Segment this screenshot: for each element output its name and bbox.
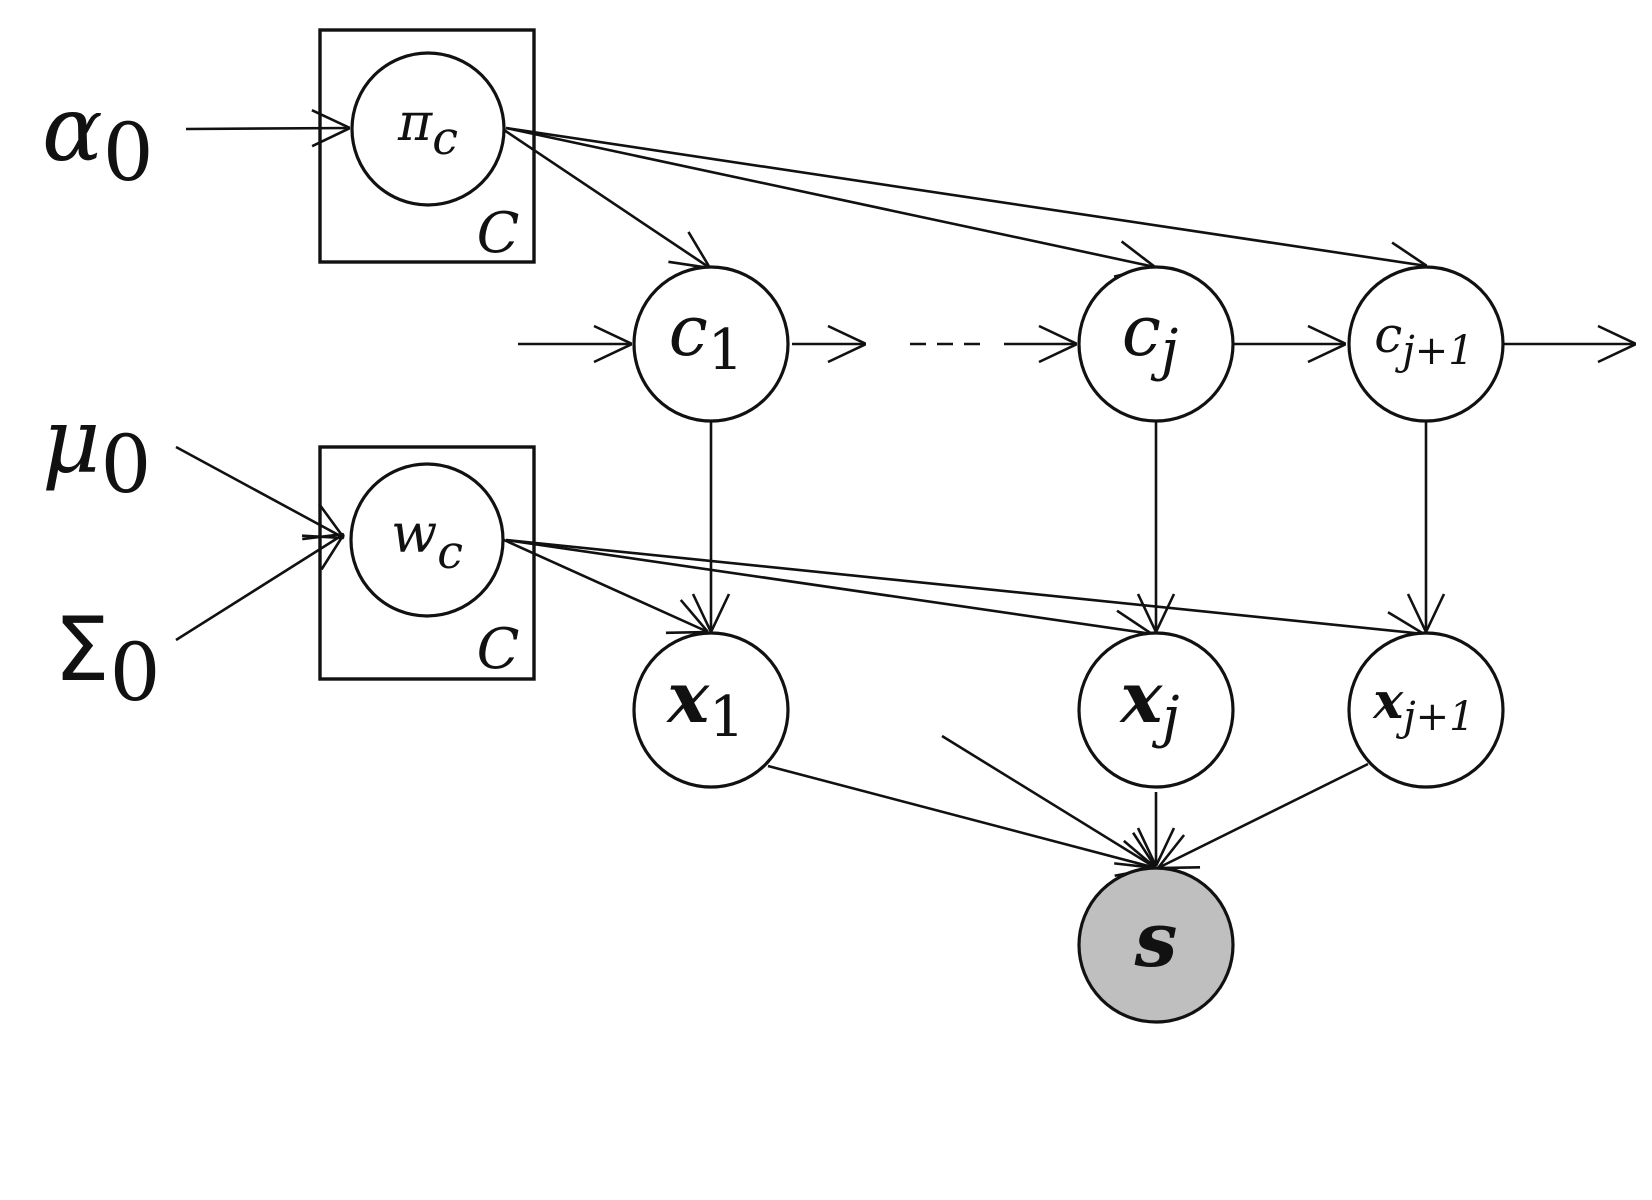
edge-w-to-xj (505, 538, 1152, 634)
label-mu0: μ0 (42, 389, 151, 511)
node-pi-c: πc (350, 51, 506, 207)
svg-text:wc: wc (391, 502, 463, 579)
node-x1: x1 (632, 631, 790, 789)
edge-xj1-to-s (1158, 762, 1369, 868)
edge-pi-to-cj1 (505, 126, 1427, 266)
svg-text:xj: xj (1118, 656, 1179, 750)
edge-pi-to-c1 (503, 128, 710, 268)
edge-w-to-x1 (503, 538, 708, 632)
node-s-observed: s (1077, 866, 1235, 1024)
node-cj: cj (1077, 265, 1235, 423)
node-w-c: wc (349, 462, 505, 618)
svg-text:πc: πc (397, 93, 458, 165)
svg-text:cj+1: cj+1 (1374, 306, 1473, 374)
edge-ellipsis-to-s (941, 734, 1156, 868)
edge-w-to-xj1 (505, 538, 1424, 634)
svg-text:s: s (1134, 895, 1178, 984)
svg-text:x1: x1 (665, 656, 744, 750)
node-c1: c1 (632, 265, 790, 423)
node-xj: xj (1077, 631, 1235, 789)
plate-pi-label: C (477, 201, 520, 266)
svg-text:c1: c1 (669, 290, 744, 383)
label-sigma0: Σ0 (54, 598, 161, 719)
edge-mu-to-w (175, 445, 344, 538)
edge-x1-to-s (767, 764, 1156, 868)
edge-pi-to-cj (505, 126, 1155, 267)
node-xj-plus-1: xj+1 (1347, 631, 1505, 789)
plate-w-label: C (477, 617, 520, 682)
node-cj-plus-1: cj+1 (1347, 265, 1505, 423)
svg-text:xj+1: xj+1 (1372, 671, 1474, 740)
edge-sigma-to-w (175, 534, 344, 642)
edge-alpha-to-pi (185, 128, 350, 129)
label-alpha0: α0 (42, 77, 154, 199)
